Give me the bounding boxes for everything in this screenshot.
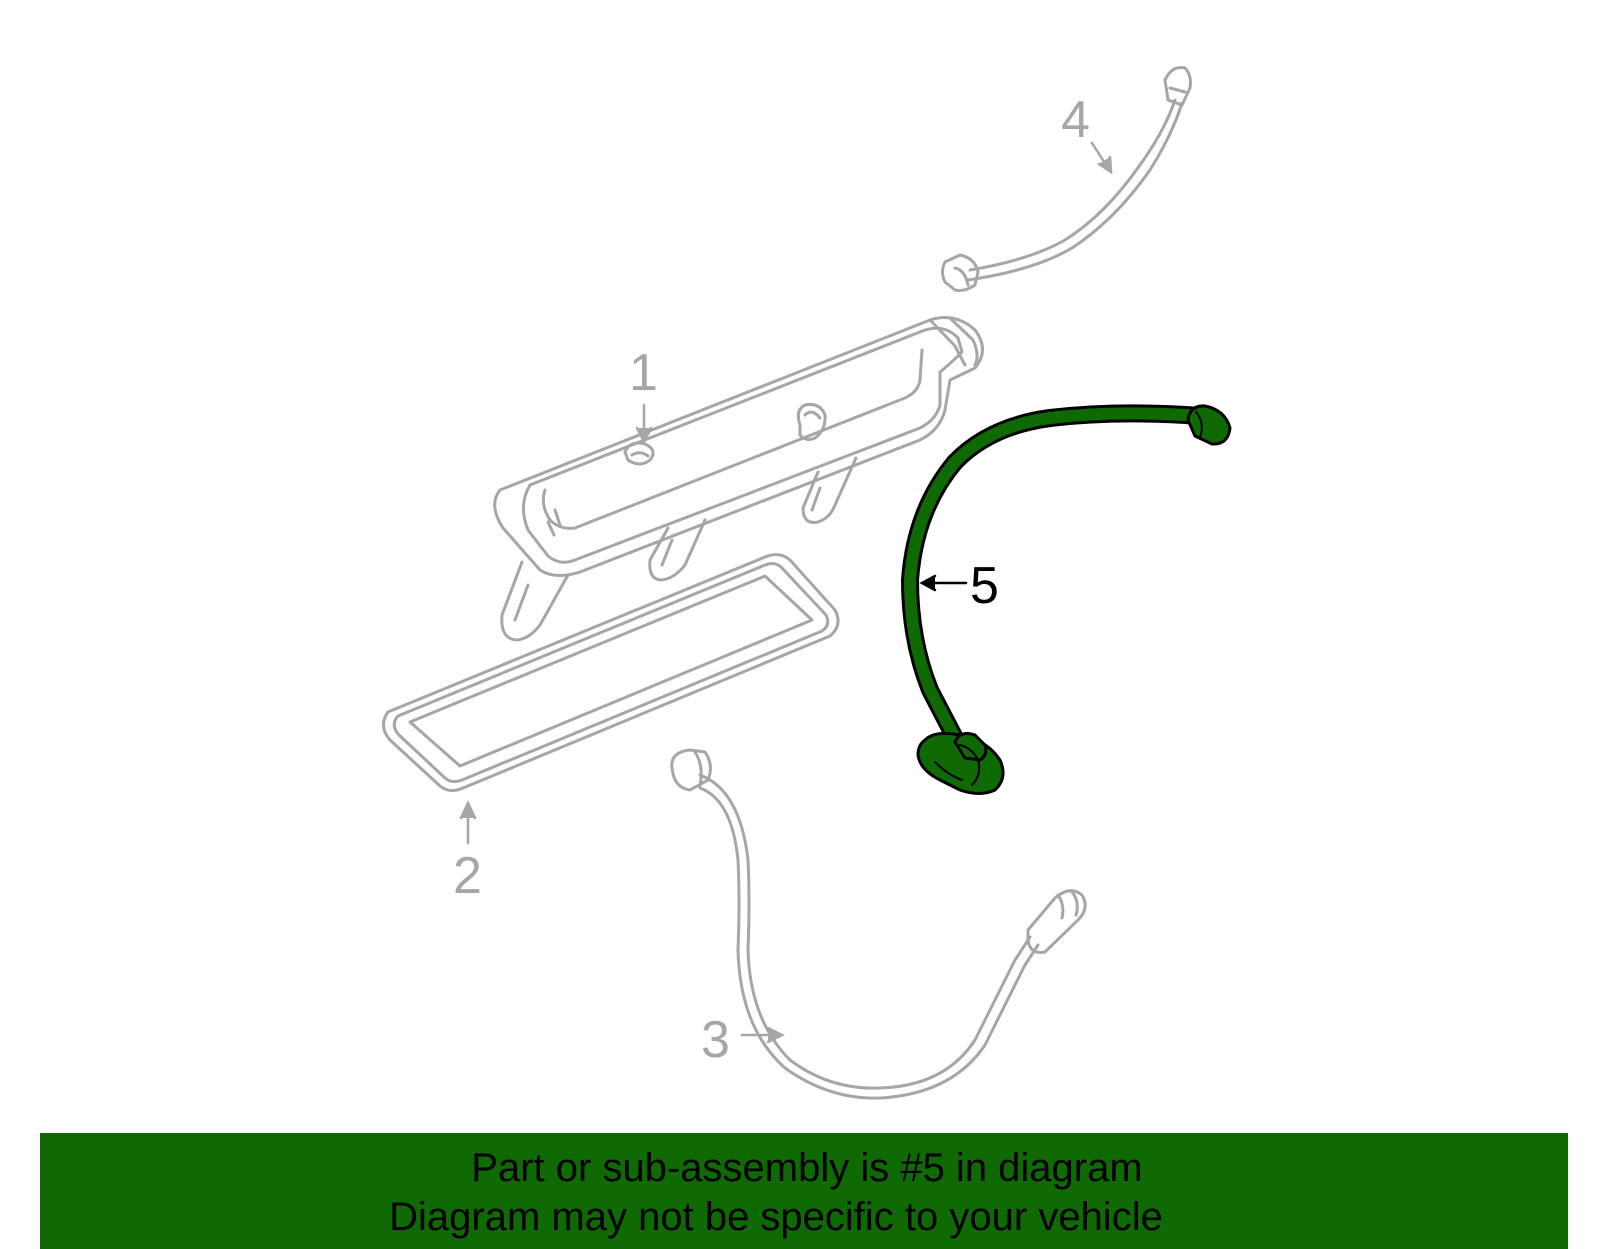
part-5-socket-and-wire[interactable] xyxy=(901,404,1232,795)
banner-line-disclaimer: Diagram may not be specific to your vehi… xyxy=(389,1195,1163,1239)
part-1-lamp-housing[interactable] xyxy=(493,316,984,642)
info-banner: Part or sub-assembly is #5 in diagram Di… xyxy=(40,1133,1568,1249)
callout-3: 3 xyxy=(701,1011,730,1069)
banner-line-part: Part or sub-assembly is #5 in diagram xyxy=(471,1146,1143,1190)
callout-4: 4 xyxy=(1061,91,1090,149)
callout-2: 2 xyxy=(453,847,482,905)
callout-arrows xyxy=(459,141,1113,1044)
part-2-gasket[interactable] xyxy=(382,553,840,793)
part-4-wire-lead[interactable] xyxy=(941,66,1192,292)
part-3-wire-harness[interactable] xyxy=(670,748,1087,1100)
callout-1: 1 xyxy=(629,344,658,402)
callout-5: 5 xyxy=(970,557,999,615)
